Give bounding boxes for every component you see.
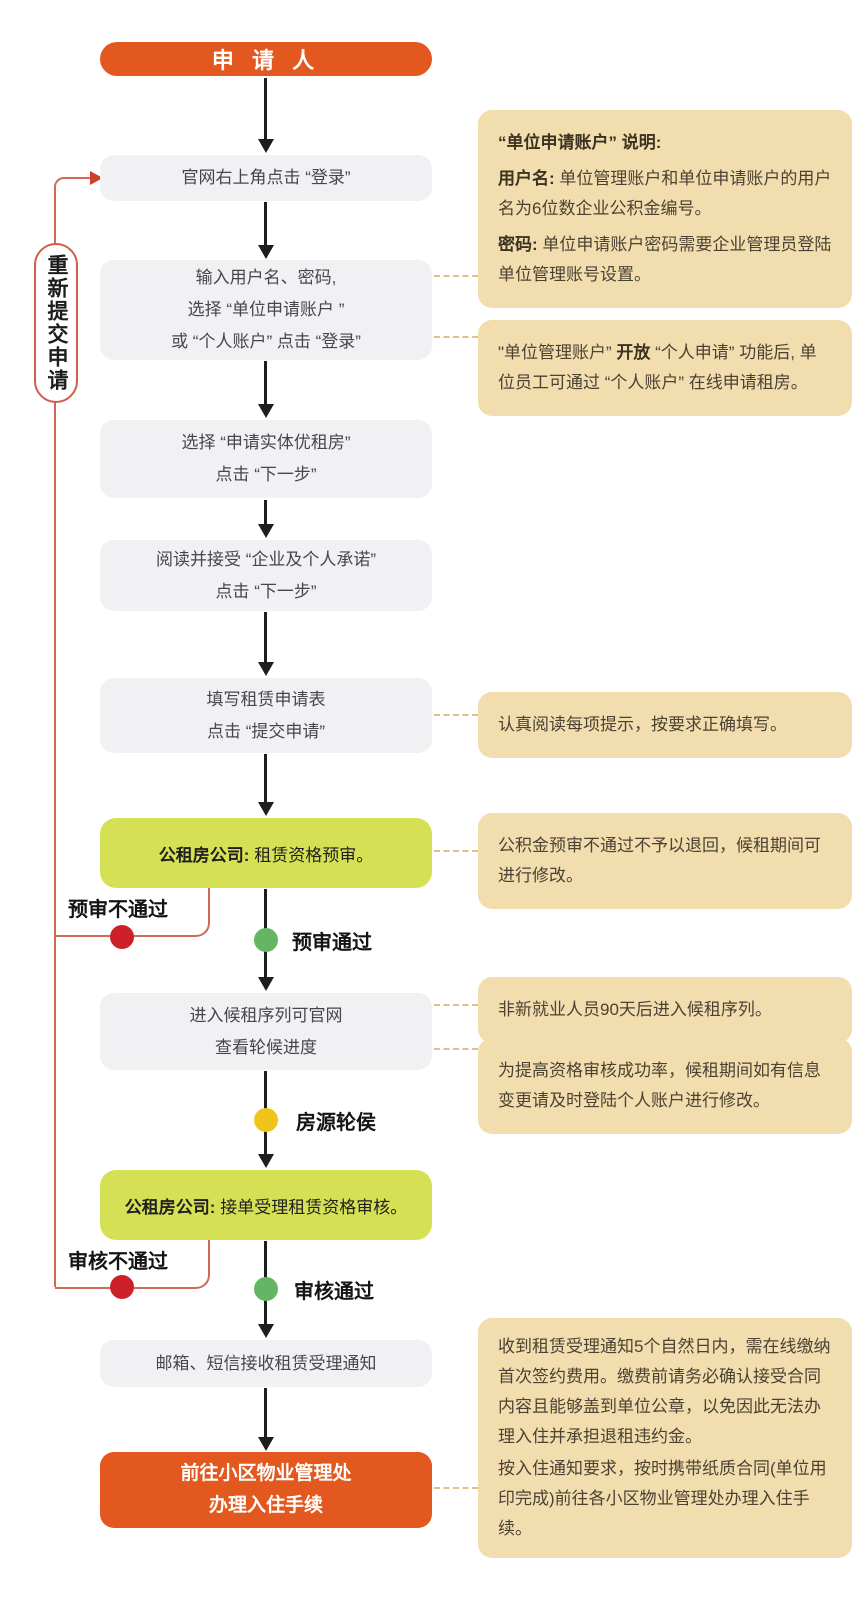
waiting-dot [254, 1108, 278, 1132]
arrow-line [264, 78, 267, 140]
note-personal-apply: "单位管理账户” 开放 “个人申请” 功能后, 单位员工可通过 “个人账户” 在… [478, 320, 852, 416]
text-line: 阅读并接受 “企业及个人承诺” [155, 549, 377, 569]
precheck-fail-dot [110, 925, 134, 949]
final-step-box: 前往小区物业管理处办理入住手续 [100, 1452, 432, 1528]
review-box-text: 接单受理租赁资格审核。 [215, 1197, 408, 1217]
precheck-pass-dot [254, 928, 278, 952]
review-pass-dot [254, 1277, 278, 1301]
text-line: 官网右上角点击 “登录” [181, 168, 351, 187]
resubmit-label: 重新提交申请 [34, 243, 78, 403]
resubmit-corner [54, 177, 70, 193]
review-fail-label: 审核不通过 [68, 1251, 168, 1273]
text-line: 或 “个人账户” 点击 “登录” [171, 332, 361, 351]
note-connector-dash [434, 1487, 478, 1489]
note-connector-dash [434, 1048, 478, 1050]
resubmit-vertical-line [54, 186, 56, 1287]
arrow-down-icon [258, 139, 274, 153]
note-text: 非新就业人员90天后进入候租序列。 [498, 1000, 772, 1019]
step-box-application-form: 填写租赁申请表点击 “提交申请” [100, 678, 432, 753]
note-paragraph-2: 按入住通知要求，按时携带纸质合同(单位用印完成)前往各小区物业管理处办理入住手续… [498, 1459, 827, 1538]
review-fail-dot [110, 1275, 134, 1299]
text-line: 前往小区物业管理处 [180, 1463, 352, 1484]
step-box-select-type: 选择 “申请实体优租房” 点击 “下一步” [100, 420, 432, 498]
step-box-login: 官网右上角点击 “登录” [100, 155, 432, 201]
text-line: 点击 “提交申请” [206, 721, 326, 741]
arrow-line [264, 612, 267, 663]
note-username-text: 单位管理账户和单位申请账户的用户名为6位数企业公积金编号。 [498, 169, 832, 218]
note-post-text: “个人申请” 功能后, 单位员工可通过 “个人账户” 在线申请租房。 [498, 343, 817, 392]
note-text: 认真阅读每项提示，按要求正确填写。 [498, 715, 787, 734]
applicant-title: 申 请 人 [100, 42, 432, 76]
text-line: 点击 “下一步” [215, 581, 317, 601]
note-text: 公积金预审不通过不予以退回，候租期间可进行修改。 [498, 836, 821, 885]
text-line: 查看轮候进度 [215, 1037, 317, 1057]
text-line: 点击 “下一步” [215, 465, 317, 484]
arrow-line [264, 202, 267, 245]
resubmit-arrowhead-icon [90, 171, 103, 185]
note-connector-dash [434, 1004, 478, 1006]
arrow-line [264, 361, 267, 405]
note-precheck-refund: 公积金预审不通过不予以退回，候租期间可进行修改。 [478, 813, 852, 909]
precheck-box: 公租房公司: 租赁资格预审。 [100, 818, 432, 888]
text-line: 进入候租序列可官网 [189, 1005, 343, 1025]
precheck-pass-label: 预审通过 [292, 932, 372, 954]
step-box-notice: 邮箱、短信接收租赁受理通知 [100, 1340, 432, 1387]
note-connector-dash [434, 850, 478, 852]
text-line: 邮箱、短信接收租赁受理通知 [155, 1353, 377, 1373]
note-password-label: 密码: [498, 235, 538, 254]
note-password-text: 单位申请账户密码需要企业管理员登陆单位管理账号设置。 [498, 235, 832, 284]
arrow-down-icon [258, 802, 274, 816]
arrow-down-icon [258, 1437, 274, 1451]
note-text: 为提高资格审核成功率，候租期间如有信息变更请及时登陆个人账户进行修改。 [498, 1061, 821, 1110]
resubmit-top-line [62, 177, 92, 179]
note-update-info: 为提高资格审核成功率，候租期间如有信息变更请及时登陆个人账户进行修改。 [478, 1038, 852, 1134]
text-line: 办理入住手续 [208, 1495, 323, 1516]
arrow-down-icon [258, 245, 274, 259]
review-pass-label: 审核通过 [294, 1281, 374, 1303]
note-unit-account-info: “单位申请账户” 说明: 用户名: 单位管理账户和单位申请账户的用户名为6位数企… [478, 110, 852, 308]
arrow-line [264, 1388, 267, 1438]
text-line: 选择 “申请实体优租房” [181, 433, 351, 452]
text-line: 输入用户名、密码, [195, 268, 337, 287]
arrow-line [264, 754, 267, 803]
arrow-down-icon [258, 1324, 274, 1338]
note-read-tips: 认真阅读每项提示，按要求正确填写。 [478, 692, 852, 758]
note-pre-text: "单位管理账户” [498, 343, 617, 362]
note-signing-instructions: 收到租赁受理通知5个自然日内，需在线缴纳首次签约费用。缴费前请务必确认接受合同内… [478, 1318, 852, 1558]
precheck-box-text: 租赁资格预审。 [249, 845, 374, 865]
text-line: 选择 “单位申请账户 ” [187, 300, 345, 319]
arrow-down-icon [258, 404, 274, 418]
waiting-label: 房源轮侯 [296, 1112, 376, 1134]
note-connector-dash [434, 336, 478, 338]
note-connector-dash [434, 714, 478, 716]
step-box-credentials: 输入用户名、密码, 选择 “单位申请账户 ” 或 “个人账户” 点击 “登录” [100, 260, 432, 360]
precheck-box-label: 公租房公司: [158, 845, 250, 865]
arrow-down-icon [258, 524, 274, 538]
note-title: “单位申请账户” 说明: [498, 133, 662, 152]
step-box-commitment: 阅读并接受 “企业及个人承诺” 点击 “下一步” [100, 540, 432, 611]
note-paragraph-1: 收到租赁受理通知5个自然日内，需在线缴纳首次签约费用。缴费前请务必确认接受合同内… [498, 1337, 831, 1446]
review-box-label: 公租房公司: [124, 1197, 216, 1217]
step-box-waiting-queue: 进入候租序列可官网查看轮候进度 [100, 993, 432, 1070]
arrow-down-icon [258, 1154, 274, 1168]
note-open-label: 开放 [616, 343, 651, 362]
arrow-line [264, 500, 267, 525]
arrow-down-icon [258, 662, 274, 676]
note-connector-dash [434, 275, 478, 277]
text-line: 填写租赁申请表 [206, 689, 326, 709]
note-90days: 非新就业人员90天后进入候租序列。 [478, 977, 852, 1043]
precheck-fail-label: 预审不通过 [68, 899, 168, 921]
arrow-down-icon [258, 977, 274, 991]
review-box: 公租房公司: 接单受理租赁资格审核。 [100, 1170, 432, 1240]
note-username-label: 用户名: [498, 169, 555, 188]
